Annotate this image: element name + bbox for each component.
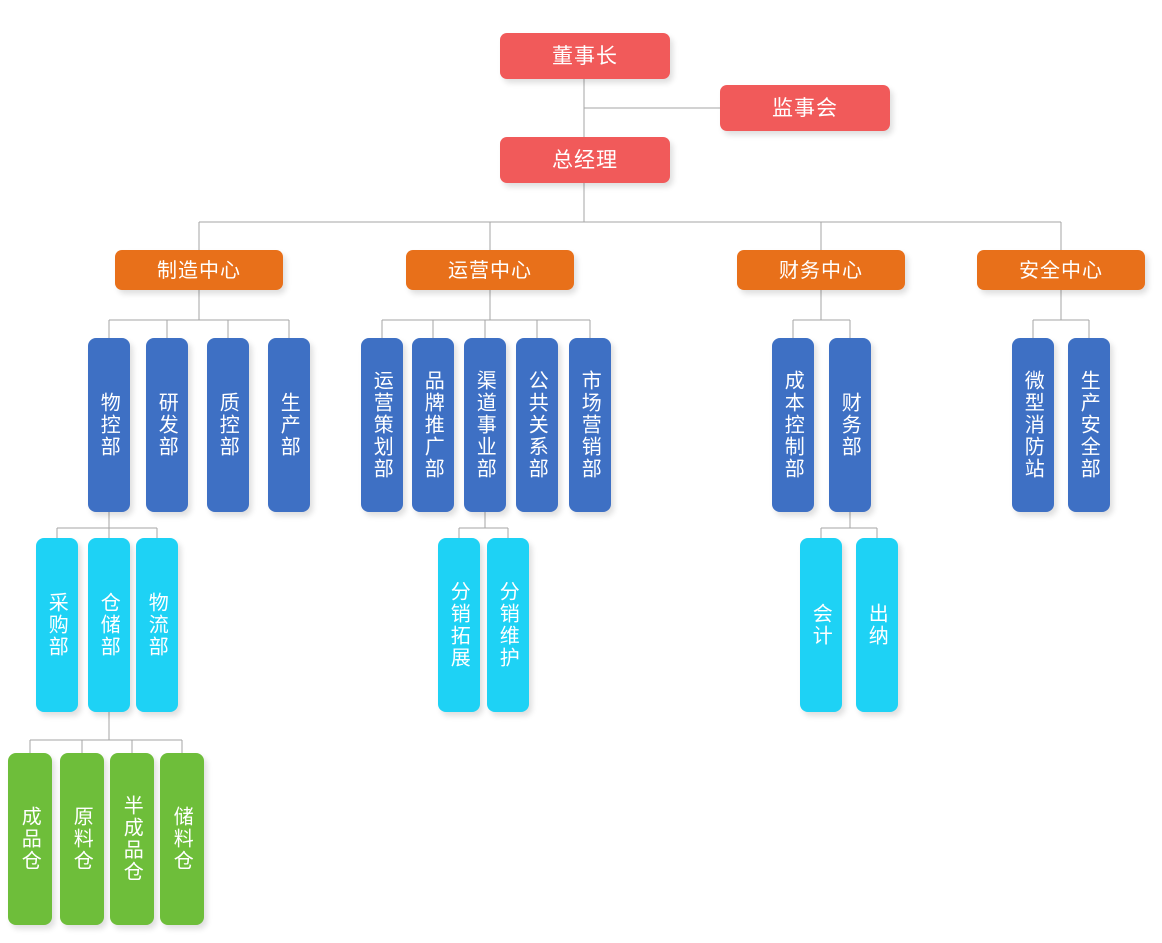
org-node-finished-goods-warehouse[interactable]: 成品仓 — [8, 753, 52, 925]
org-node-finance-dept[interactable]: 财务部 — [829, 338, 871, 512]
org-node-label: 生产部 — [277, 392, 302, 458]
org-node-chairman[interactable]: 董事长 — [500, 33, 670, 79]
org-node-label: 微型消防站 — [1021, 370, 1046, 480]
org-node-label: 市场营销部 — [578, 370, 603, 480]
org-node-supervisory-board[interactable]: 监事会 — [720, 85, 890, 131]
org-node-label: 成品仓 — [18, 806, 43, 872]
org-node-brand-promotion-dept[interactable]: 品牌推广部 — [412, 338, 454, 512]
org-node-label: 出纳 — [865, 603, 890, 647]
org-node-cashier[interactable]: 出纳 — [856, 538, 898, 712]
org-node-operations-center[interactable]: 运营中心 — [406, 250, 574, 290]
org-node-accounting[interactable]: 会计 — [800, 538, 842, 712]
org-node-label: 运营中心 — [448, 258, 532, 282]
org-node-safety-center[interactable]: 安全中心 — [977, 250, 1145, 290]
org-node-marketing-dept[interactable]: 市场营销部 — [569, 338, 611, 512]
org-node-cost-control-dept[interactable]: 成本控制部 — [772, 338, 814, 512]
org-node-label: 渠道事业部 — [473, 370, 498, 480]
org-node-label: 研发部 — [155, 392, 180, 458]
org-node-micro-fire-station[interactable]: 微型消防站 — [1012, 338, 1054, 512]
org-node-storage-material-warehouse[interactable]: 储料仓 — [160, 753, 204, 925]
org-node-distribution-expansion[interactable]: 分销拓展 — [438, 538, 480, 712]
org-node-label: 董事长 — [552, 43, 618, 68]
org-node-logistics-dept[interactable]: 物流部 — [136, 538, 178, 712]
org-node-production-dept[interactable]: 生产部 — [268, 338, 310, 512]
org-node-label: 储料仓 — [170, 806, 195, 872]
org-node-label: 财务中心 — [779, 258, 863, 282]
org-node-label: 安全中心 — [1019, 258, 1103, 282]
org-node-channel-business-dept[interactable]: 渠道事业部 — [464, 338, 506, 512]
org-node-label: 质控部 — [216, 392, 241, 458]
org-node-finance-center[interactable]: 财务中心 — [737, 250, 905, 290]
org-node-label: 原料仓 — [70, 806, 95, 872]
org-node-label: 成本控制部 — [781, 370, 806, 480]
org-node-label: 仓储部 — [97, 592, 122, 658]
org-node-manufacturing-center[interactable]: 制造中心 — [115, 250, 283, 290]
org-node-label: 监事会 — [772, 95, 838, 120]
org-node-label: 运营策划部 — [370, 370, 395, 480]
org-node-rd-dept[interactable]: 研发部 — [146, 338, 188, 512]
org-node-label: 品牌推广部 — [421, 370, 446, 480]
org-node-label: 财务部 — [838, 392, 863, 458]
org-node-label: 物控部 — [97, 392, 122, 458]
org-node-label: 物流部 — [145, 592, 170, 658]
org-node-material-control-dept[interactable]: 物控部 — [88, 338, 130, 512]
org-node-label: 采购部 — [45, 592, 70, 658]
org-node-semi-finished-warehouse[interactable]: 半成品仓 — [110, 753, 154, 925]
org-node-label: 制造中心 — [157, 258, 241, 282]
org-node-distribution-maintenance[interactable]: 分销维护 — [487, 538, 529, 712]
org-node-warehousing-dept[interactable]: 仓储部 — [88, 538, 130, 712]
org-node-label: 会计 — [809, 603, 834, 647]
org-node-label: 公共关系部 — [525, 370, 550, 480]
org-node-label: 分销拓展 — [447, 581, 472, 669]
org-node-label: 半成品仓 — [120, 795, 145, 883]
org-node-label: 分销维护 — [496, 581, 521, 669]
org-node-quality-control-dept[interactable]: 质控部 — [207, 338, 249, 512]
org-node-label: 生产安全部 — [1077, 370, 1102, 480]
org-node-label: 总经理 — [552, 147, 618, 172]
org-node-purchasing-dept[interactable]: 采购部 — [36, 538, 78, 712]
org-node-general-manager[interactable]: 总经理 — [500, 137, 670, 183]
org-node-public-relations-dept[interactable]: 公共关系部 — [516, 338, 558, 512]
org-node-production-safety-dept[interactable]: 生产安全部 — [1068, 338, 1110, 512]
org-node-operations-planning-dept[interactable]: 运营策划部 — [361, 338, 403, 512]
org-node-raw-material-warehouse[interactable]: 原料仓 — [60, 753, 104, 925]
